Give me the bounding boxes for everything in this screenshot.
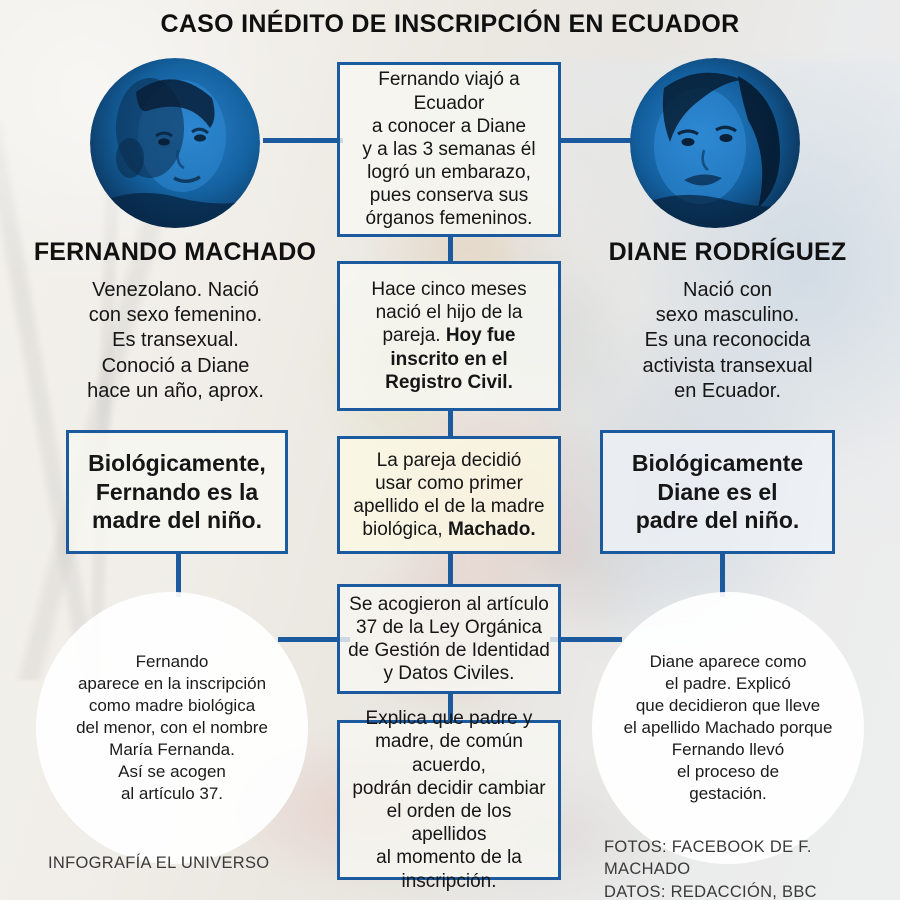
- connector-step1-to-step2: [448, 235, 453, 263]
- step-box-surname: La pareja decidió usar como primer apell…: [337, 436, 561, 554]
- step-travel-text: Fernando viajó a Ecuador a conocer a Dia…: [362, 69, 536, 230]
- fernando-portrait-avatar: [90, 58, 260, 228]
- connector-step3-to-step4: [448, 551, 453, 586]
- step-birth-text: Hace cinco meses nació el hijo de la par…: [371, 279, 527, 393]
- step-box-travel: Fernando viajó a Ecuador a conocer a Dia…: [337, 62, 561, 237]
- left-emphasis-text: Biológicamente, Fernando es la madre del…: [88, 450, 266, 534]
- connector-step4-to-step5: [448, 692, 453, 722]
- diane-portrait-avatar: [630, 58, 800, 228]
- left-person-name: FERNANDO MACHADO: [33, 238, 317, 266]
- connector-step1-to-right-portrait: [560, 138, 640, 143]
- connector-right-emphasis-to-circle: [720, 551, 725, 597]
- left-emphasis-box: Biológicamente, Fernando es la madre del…: [66, 430, 288, 554]
- step-box-law: Se acogieron al artículo 37 de la Ley Or…: [337, 584, 561, 694]
- right-person-description: Nació con sexo masculino. Es una reconoc…: [642, 279, 813, 402]
- left-note-text: Fernando aparece en la inscripción como …: [76, 651, 268, 804]
- connector-left-circle-to-step4: [278, 637, 350, 642]
- left-person-description: Venezolano. Nació con sexo femenino. Es …: [87, 279, 264, 402]
- connector-left-emphasis-to-circle: [176, 551, 181, 597]
- credit-data: DATOS: REDACCIÓN, BBC: [604, 882, 817, 900]
- step-box-order: Explica que padre y madre, de común acue…: [337, 708, 561, 892]
- connector-left-portrait-to-step1: [263, 138, 343, 143]
- right-person-name: DIANE RODRÍGUEZ: [608, 238, 847, 266]
- left-note-circle: Fernando aparece en la inscripción como …: [36, 592, 308, 864]
- credit-sources: FOTOS: FACEBOOK DE F. MACHADO DATOS: RED…: [604, 836, 900, 900]
- step-box-birth: Hace cinco meses nació el hijo de la par…: [337, 261, 561, 411]
- step-order-text: Explica que padre y madre, de común acue…: [352, 708, 546, 892]
- credit-photos: FOTOS: FACEBOOK DE F. MACHADO: [604, 838, 812, 879]
- right-emphasis-text: Biológicamente Diane es el padre del niñ…: [631, 450, 804, 534]
- connector-step4-to-right-circle: [550, 637, 622, 642]
- credit-infographic: INFOGRAFÍA EL UNIVERSO: [48, 854, 270, 872]
- right-note-circle: Diane aparece como el padre. Explicó que…: [592, 592, 864, 864]
- connector-step2-to-step3: [448, 408, 453, 438]
- step-law-text: Se acogieron al artículo 37 de la Ley Or…: [348, 593, 550, 685]
- page-title: CASO INÉDITO DE INSCRIPCIÓN EN ECUADOR: [160, 10, 740, 38]
- right-emphasis-box: Biológicamente Diane es el padre del niñ…: [600, 430, 835, 554]
- right-note-text: Diane aparece como el padre. Explicó que…: [623, 651, 833, 804]
- step-surname-text: La pareja decidió usar como primer apell…: [353, 449, 545, 541]
